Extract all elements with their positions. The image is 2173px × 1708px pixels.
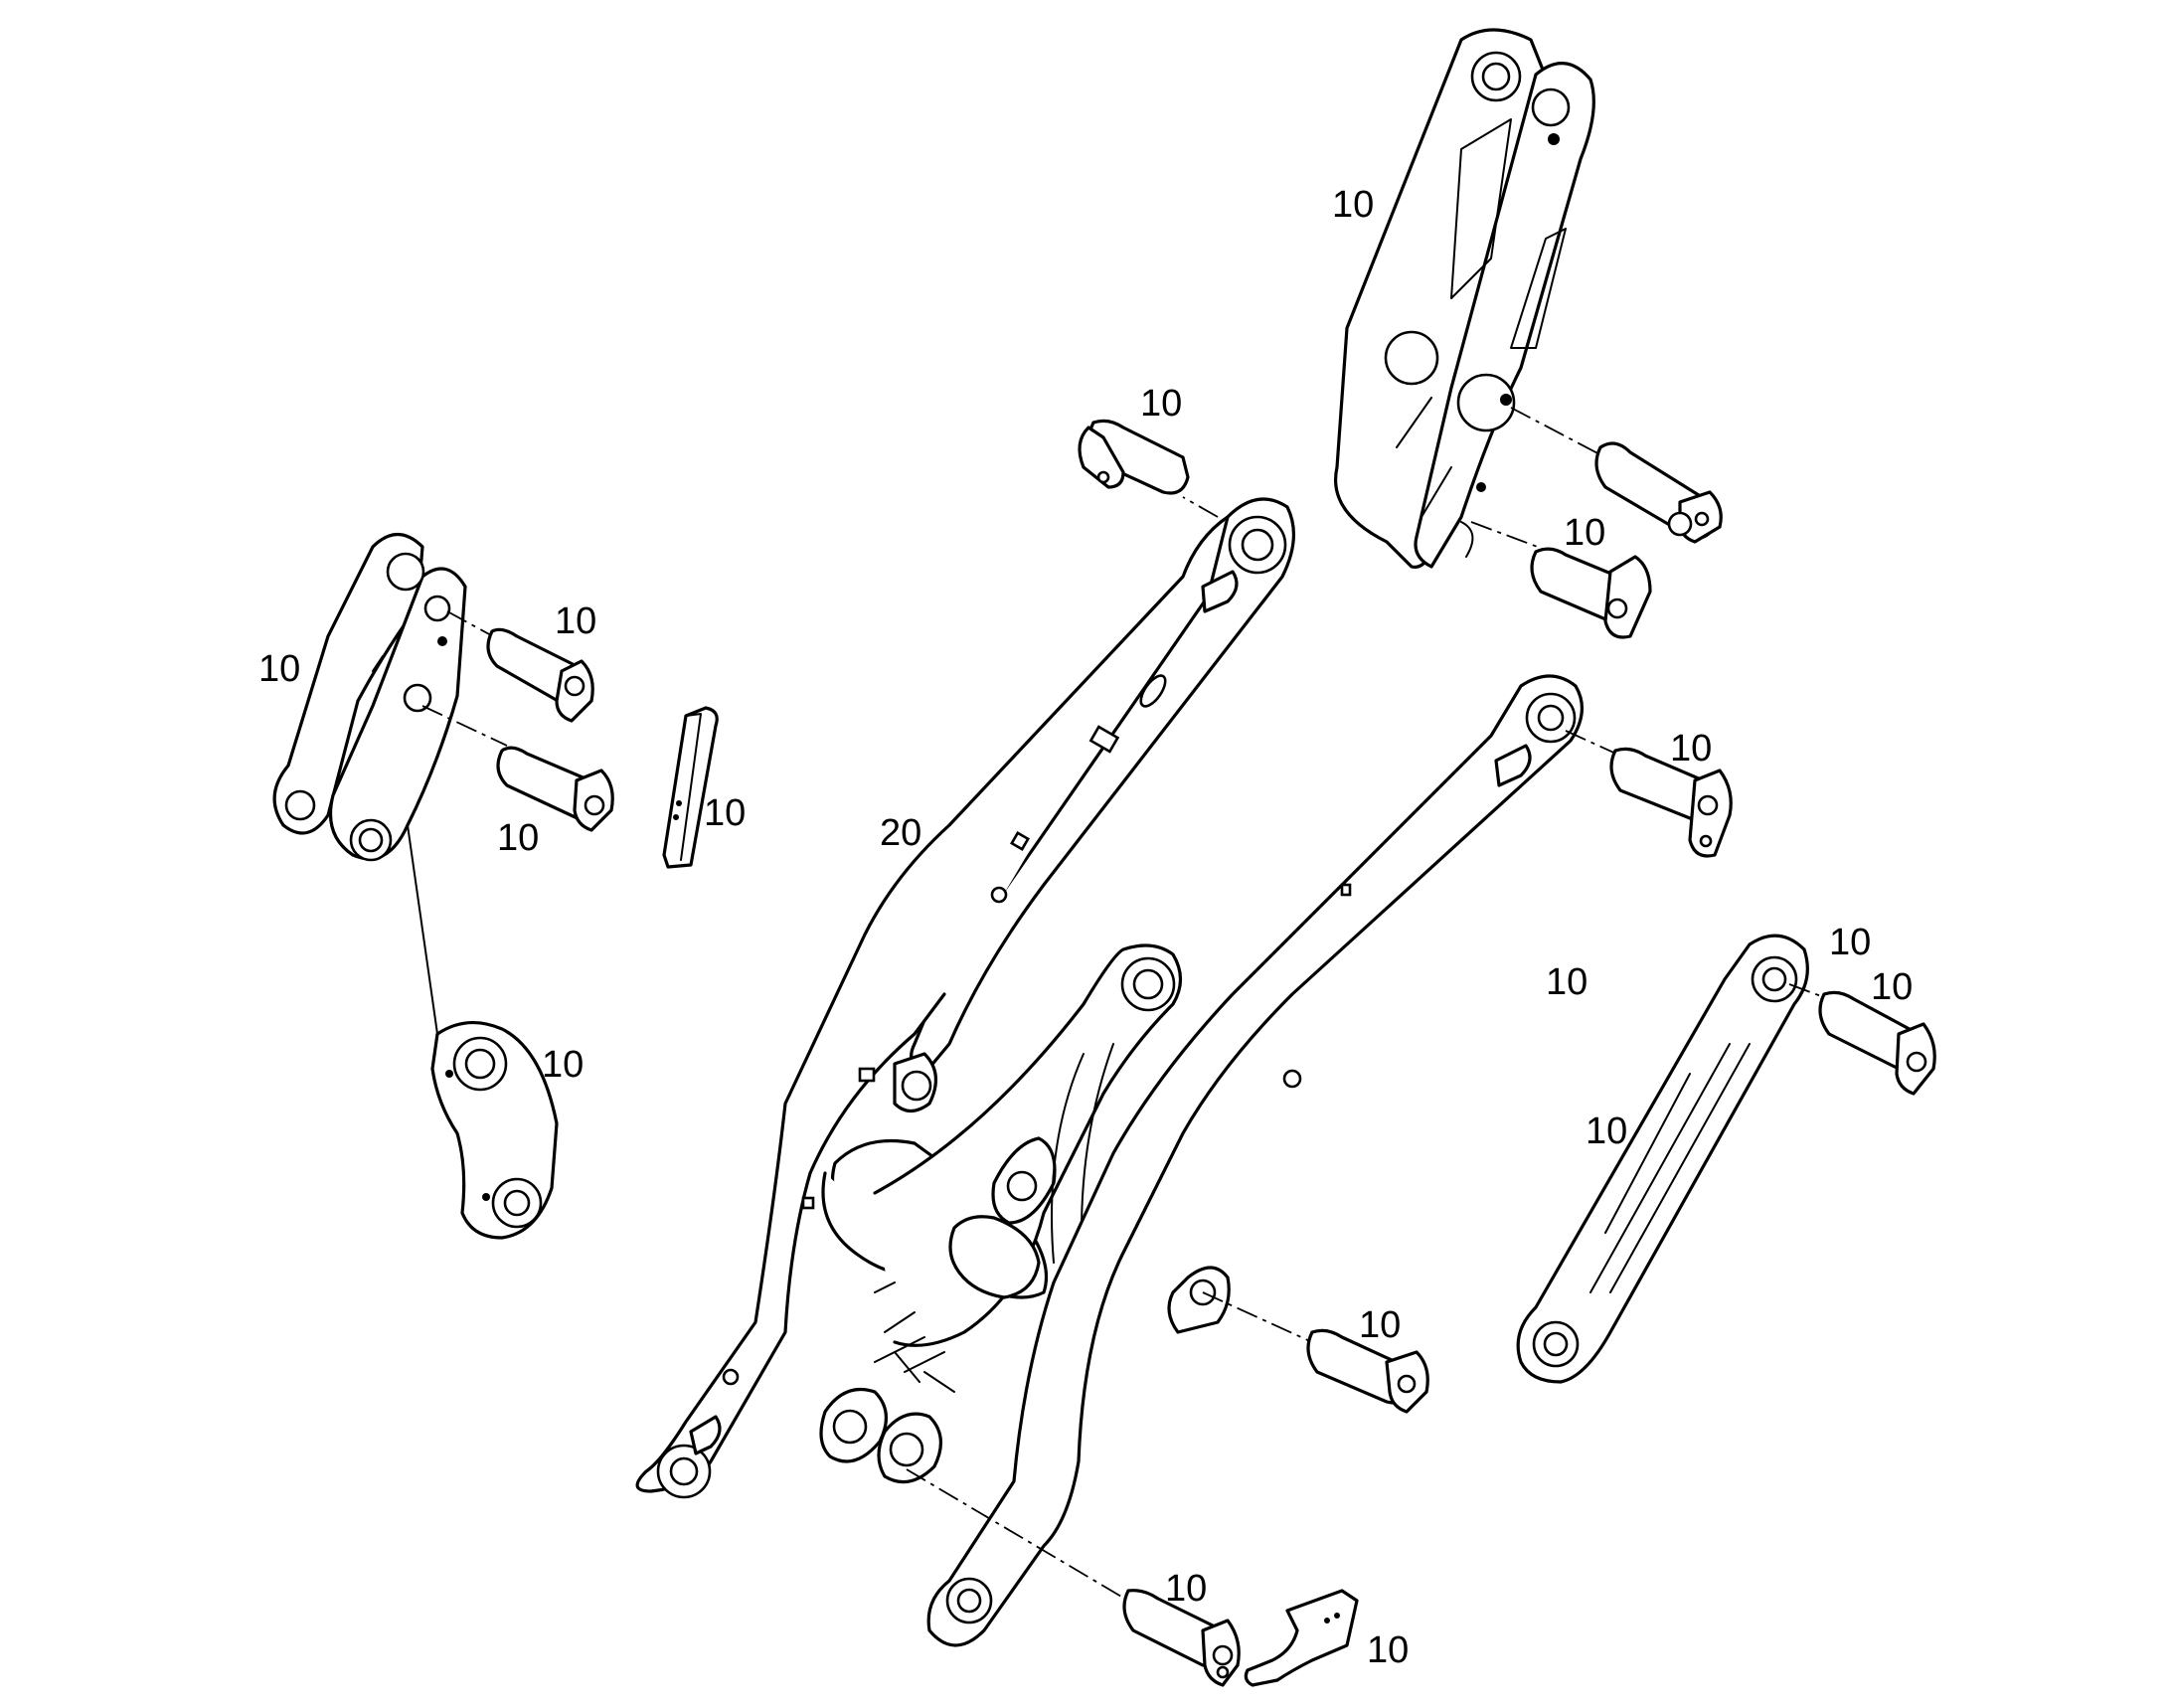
- callout-7: 10: [497, 817, 539, 859]
- pin-upper-right-1: [1594, 441, 1723, 544]
- pin-right-middle: [1306, 1328, 1429, 1414]
- rod-pin-leader: [1788, 983, 1830, 1000]
- callout-3: 10: [1564, 512, 1605, 554]
- callout-11: 10: [542, 1044, 584, 1086]
- callout-16: 10: [1546, 961, 1588, 1003]
- callout-9: 20: [880, 812, 921, 854]
- callout-2: 10: [1140, 383, 1182, 425]
- right-arm-pin-leader: [1202, 1291, 1313, 1343]
- pin-right-arm-top: [1609, 747, 1733, 858]
- callout-15: 10: [1367, 1629, 1409, 1671]
- left-pin-2: [496, 746, 614, 832]
- left-pin-1: [486, 627, 594, 723]
- callout-14: 10: [1165, 1568, 1207, 1610]
- bottom-bracket-clip: [1244, 1589, 1359, 1687]
- callout-6: 10: [704, 792, 746, 834]
- center-cross-tube-and-tilt-lever: [819, 943, 1183, 1484]
- left-link-pair: [272, 532, 467, 862]
- right-lift-arm: [926, 674, 1584, 1647]
- main-lift-arm-frame: [635, 497, 1296, 1499]
- callout-4: 10: [555, 600, 596, 642]
- callout-5: 10: [258, 648, 300, 690]
- lower-pin-leader: [906, 1468, 1129, 1602]
- pin-upper-right-2: [1530, 547, 1652, 639]
- pin-bottom: [1122, 1589, 1241, 1687]
- top-arm-pin-leader: [1182, 496, 1219, 518]
- left-link-leader: [407, 824, 438, 1035]
- callout-17: 10: [1829, 922, 1871, 963]
- pin-top-center: [1078, 419, 1190, 495]
- pin-right-rod: [1818, 990, 1936, 1096]
- upper-bellcrank-assembly: [1334, 28, 1595, 569]
- callout-8: 10: [1670, 728, 1712, 769]
- left-wedge-plate: [662, 706, 719, 869]
- callout-1: 10: [1332, 184, 1374, 226]
- right-arm-top-pin-leader: [1565, 730, 1621, 757]
- left-dogbone-link: [430, 1020, 559, 1240]
- right-link-rod: [1516, 934, 1809, 1384]
- callout-13: 10: [1359, 1304, 1401, 1346]
- callout-12: 10: [1586, 1110, 1627, 1152]
- callout-10: 10: [1871, 966, 1913, 1008]
- pin-leader-2: [1470, 521, 1552, 553]
- left-pin-leader-2: [421, 705, 508, 747]
- pin-leader-1: [1510, 407, 1606, 458]
